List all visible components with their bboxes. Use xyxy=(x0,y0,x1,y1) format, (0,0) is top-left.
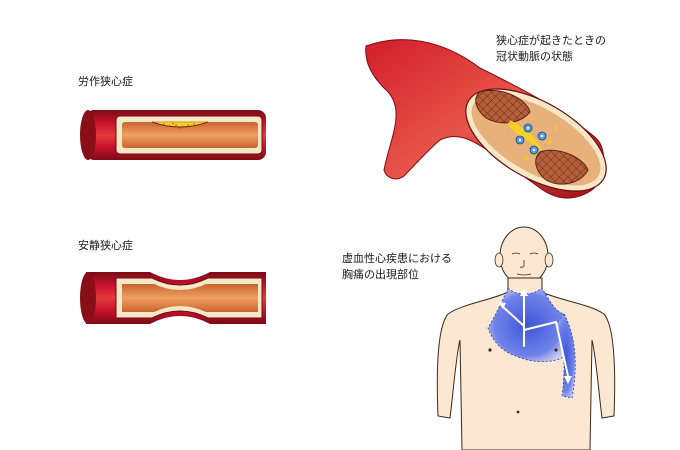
human-torso-icon xyxy=(432,226,628,450)
resting-angina-label: 安静狭心症 xyxy=(78,238,133,254)
coronary-artery-icon xyxy=(360,28,610,208)
resting-vessel-icon xyxy=(80,268,270,328)
pain-title-line2: 胸痛の出現部位 xyxy=(342,267,419,283)
exertional-vessel-icon xyxy=(80,108,270,162)
exertional-angina-label: 労作狭心症 xyxy=(78,74,133,90)
